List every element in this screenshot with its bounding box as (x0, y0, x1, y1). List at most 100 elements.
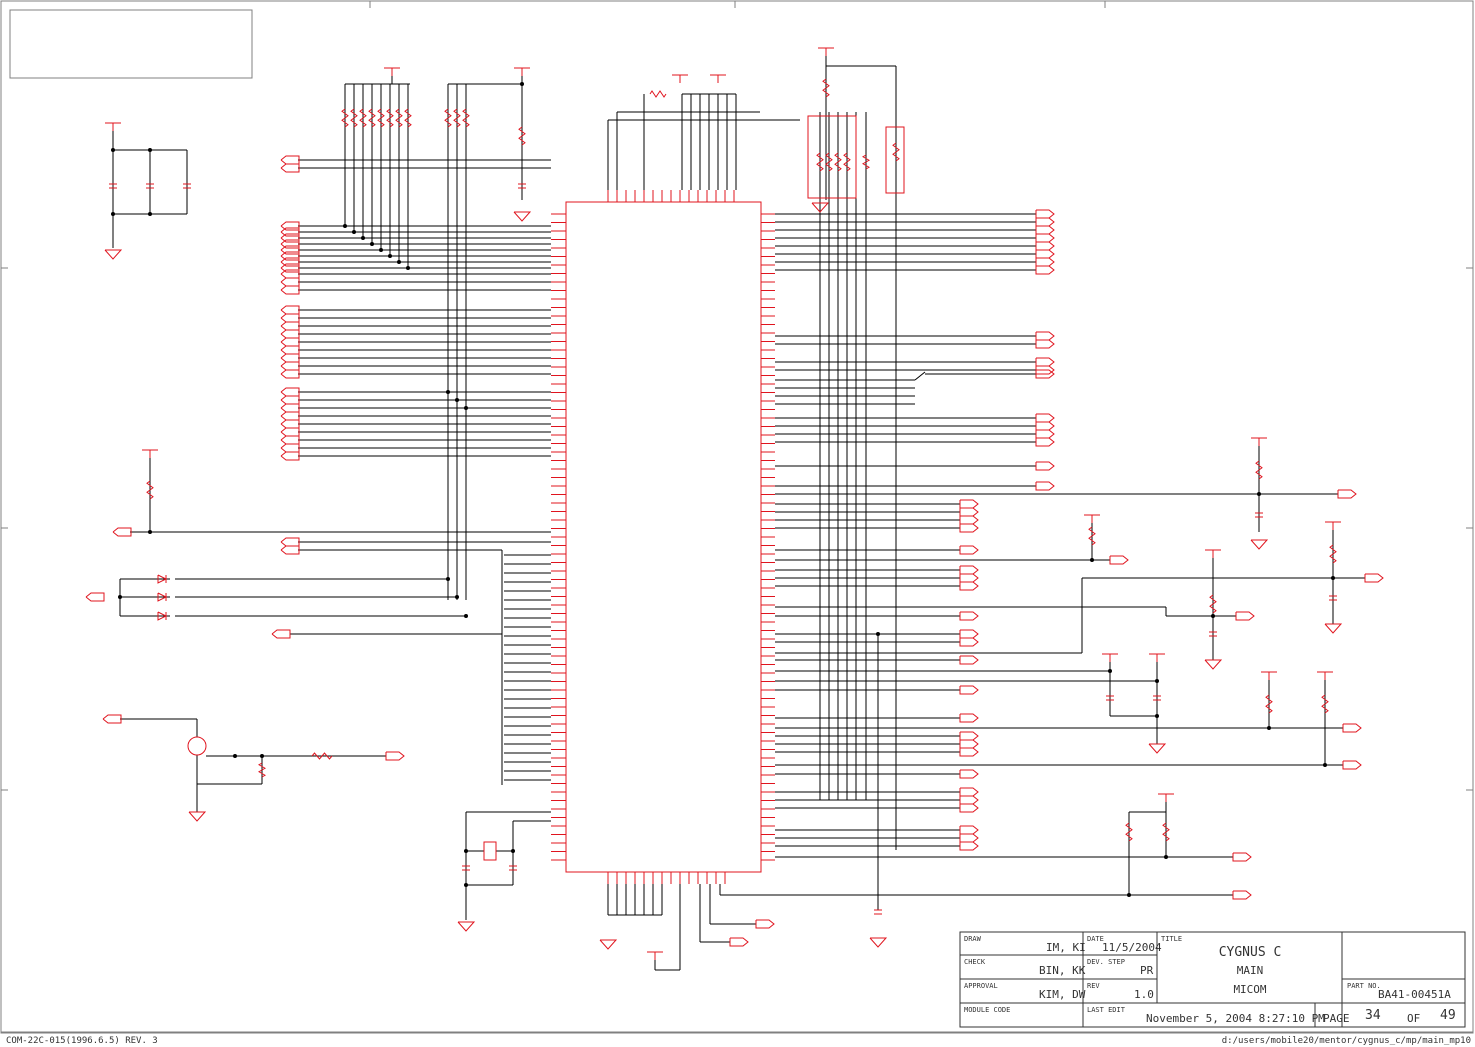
resistor (146, 480, 154, 500)
micom-ic (551, 190, 775, 884)
port-left (280, 221, 300, 231)
junction-dot (455, 398, 459, 402)
diode (157, 611, 168, 621)
resistor (377, 108, 385, 128)
port-left (112, 527, 132, 537)
port-right (1035, 357, 1055, 367)
ground-symbol (811, 202, 830, 213)
part-no-value: BA41-00451A (1378, 988, 1451, 1001)
port-right (1035, 233, 1055, 243)
last-edit-value: November 5, 2004 8:27:10 PM (1146, 1012, 1325, 1025)
port-left (280, 233, 300, 243)
junction-dot (1323, 763, 1327, 767)
port-right (959, 795, 979, 805)
port-right (959, 499, 979, 509)
module-code-label: MODULE CODE (964, 1006, 1011, 1014)
crystal (483, 841, 497, 861)
junction-dot (406, 266, 410, 270)
resistor (834, 152, 842, 172)
page-value: 34 (1365, 1008, 1381, 1023)
port-right (1364, 573, 1384, 583)
port-left (280, 321, 300, 331)
resistor (311, 752, 333, 760)
ground-symbol (869, 937, 888, 948)
port-right (1342, 760, 1362, 770)
form-code: COM-22C-015(1996.6.5) REV. 3 (6, 1036, 158, 1046)
port-right (959, 747, 979, 757)
ground-symbol (513, 211, 532, 222)
port-right (959, 803, 979, 813)
junction-dot (464, 614, 468, 618)
junction-dot (111, 212, 115, 216)
transistor-symbol (187, 736, 207, 756)
file-path: d:/users/mobile20/mentor/cygnus_c/mp/mai… (1221, 1036, 1471, 1046)
title-block (959, 931, 1466, 1028)
resistor (825, 152, 833, 172)
junction-dot (446, 390, 450, 394)
port-left (280, 313, 300, 323)
junction-dot (464, 406, 468, 410)
port-right (959, 787, 979, 797)
junction-dot (343, 224, 347, 228)
title-line-2: MAIN (1236, 964, 1264, 977)
port-left (280, 395, 300, 405)
resistor (816, 152, 824, 172)
junction-dot (1090, 558, 1094, 562)
diode (157, 574, 168, 584)
port-right (1035, 249, 1055, 259)
date-label: DATE (1087, 935, 1104, 943)
port-left (280, 537, 300, 547)
port-right (959, 739, 979, 749)
resistor (518, 126, 526, 146)
resistor (395, 108, 403, 128)
port-right (959, 629, 979, 639)
port-right (959, 731, 979, 741)
dev-step-value: PR (1140, 964, 1154, 977)
port-left (280, 305, 300, 315)
ground-symbol (1204, 659, 1223, 670)
port-right (1035, 369, 1055, 379)
port-right (729, 937, 749, 947)
port-right (959, 637, 979, 647)
port-left (280, 163, 300, 173)
port-left (280, 337, 300, 347)
port-left (280, 285, 300, 295)
port-left (280, 155, 300, 165)
last-edit-label: LAST EDIT (1087, 1006, 1125, 1014)
port-left (280, 329, 300, 339)
check-value: BIN, KK (1039, 964, 1086, 977)
junction-dot (148, 148, 152, 152)
junction-dot (111, 148, 115, 152)
port-left (280, 239, 300, 249)
port-right (959, 515, 979, 525)
port-right (1035, 217, 1055, 227)
diode (157, 592, 168, 602)
port-right (959, 611, 979, 621)
resistor (1088, 526, 1096, 546)
junction-dot (233, 754, 237, 758)
port-right (959, 523, 979, 533)
rev-label: REV (1087, 982, 1100, 990)
junction-dot (511, 849, 515, 853)
resistor (386, 108, 394, 128)
junction-dot (352, 230, 356, 234)
port-right (959, 573, 979, 583)
port-right (1232, 890, 1252, 900)
port-right (755, 919, 775, 929)
port-left (280, 443, 300, 453)
junction-dot (1155, 679, 1159, 683)
junction-dot (397, 260, 401, 264)
port-right (1035, 209, 1055, 219)
junction-dot (1164, 855, 1168, 859)
port-right (385, 751, 405, 761)
port-right (959, 841, 979, 851)
port-left (280, 435, 300, 445)
resistor (444, 108, 452, 128)
junction-dot (148, 212, 152, 216)
junction-dots (111, 82, 1335, 897)
port-left (280, 403, 300, 413)
resistor (350, 108, 358, 128)
junction-dot (148, 530, 152, 534)
resistor-outline (885, 126, 905, 194)
